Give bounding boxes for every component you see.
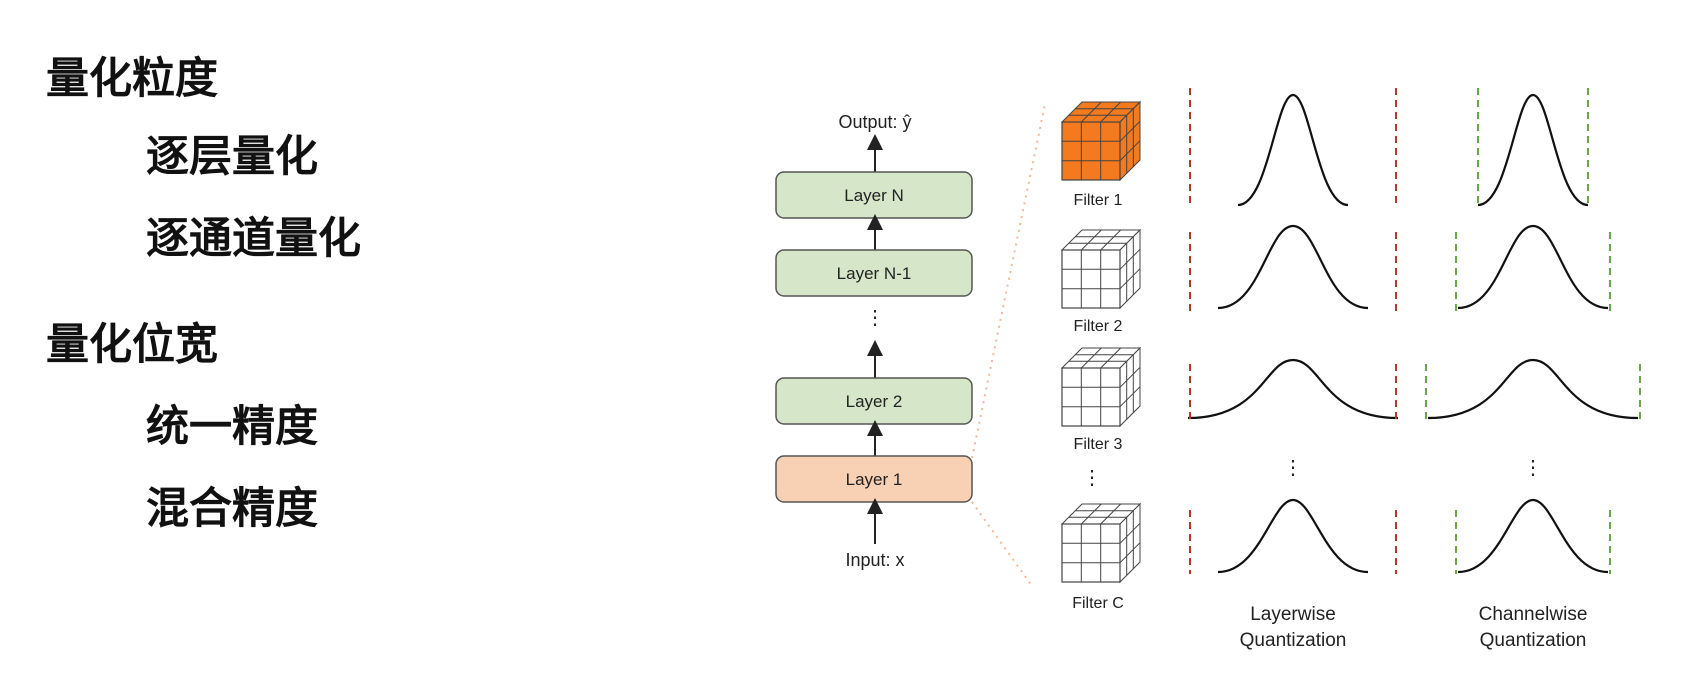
layer-2-label: Layer 2 — [846, 392, 903, 411]
item-channelwise-quantization: 逐通道量化 — [146, 214, 361, 264]
connector-bottom — [971, 501, 1033, 587]
channelwise-title-line1: Channelwise — [1479, 604, 1588, 625]
channelwise-bounds — [1425, 88, 1641, 574]
filter-ellipsis: ⋮ — [1082, 467, 1102, 489]
item-uniform-precision: 统一精度 — [146, 402, 318, 452]
channelwise-bell-c — [1457, 498, 1609, 574]
layerwise-ellipsis: ⋮ — [1283, 457, 1303, 479]
connector-top — [971, 103, 1046, 459]
section-title-quantization-granularity: 量化粒度 — [46, 54, 218, 104]
layer-1-label: Layer 1 — [846, 470, 903, 489]
layerwise-bell-2 — [1217, 224, 1369, 310]
network-stack: Output: ŷ Layer N Layer N-1 ⋮ Layer 2 La… — [775, 112, 973, 570]
channelwise-distributions — [1427, 93, 1639, 574]
item-layerwise-quantization: 逐层量化 — [146, 132, 318, 182]
layerwise-bell-1 — [1237, 93, 1349, 207]
channelwise-bell-1 — [1477, 93, 1589, 207]
item-mixed-precision: 混合精度 — [146, 484, 318, 534]
section-title-quantization-bitwidth: 量化位宽 — [46, 320, 218, 370]
channelwise-title-line2: Quantization — [1480, 630, 1587, 651]
channelwise-ellipsis: ⋮ — [1523, 457, 1543, 479]
layerwise-title-line2: Quantization — [1240, 630, 1347, 651]
filter-2-cube — [1060, 228, 1142, 310]
layerwise-bell-3 — [1187, 358, 1399, 420]
layerwise-title-line1: Layerwise — [1250, 604, 1336, 625]
filter-3-cube — [1060, 346, 1142, 428]
channelwise-bell-2 — [1457, 224, 1609, 310]
filter-3-label: Filter 3 — [1074, 436, 1123, 453]
layer-n-label: Layer N — [844, 186, 904, 205]
layerwise-bell-c — [1217, 498, 1369, 574]
filter-c-cube — [1060, 502, 1142, 584]
layer-n-1-box — [775, 249, 973, 297]
layer-ellipsis: ⋮ — [865, 307, 885, 329]
layerwise-distributions — [1187, 93, 1399, 574]
filter-2-label: Filter 2 — [1074, 318, 1123, 335]
filter-c-label: Filter C — [1072, 595, 1124, 612]
filter-1-label: Filter 1 — [1074, 192, 1123, 209]
input-label: Input: x — [845, 550, 904, 570]
layerwise-bounds — [1189, 88, 1397, 574]
filter-1-cube — [1060, 100, 1142, 182]
output-label: Output: ŷ — [838, 112, 911, 132]
channelwise-bell-3 — [1427, 358, 1639, 420]
layer-n-1-label: Layer N-1 — [837, 264, 912, 283]
